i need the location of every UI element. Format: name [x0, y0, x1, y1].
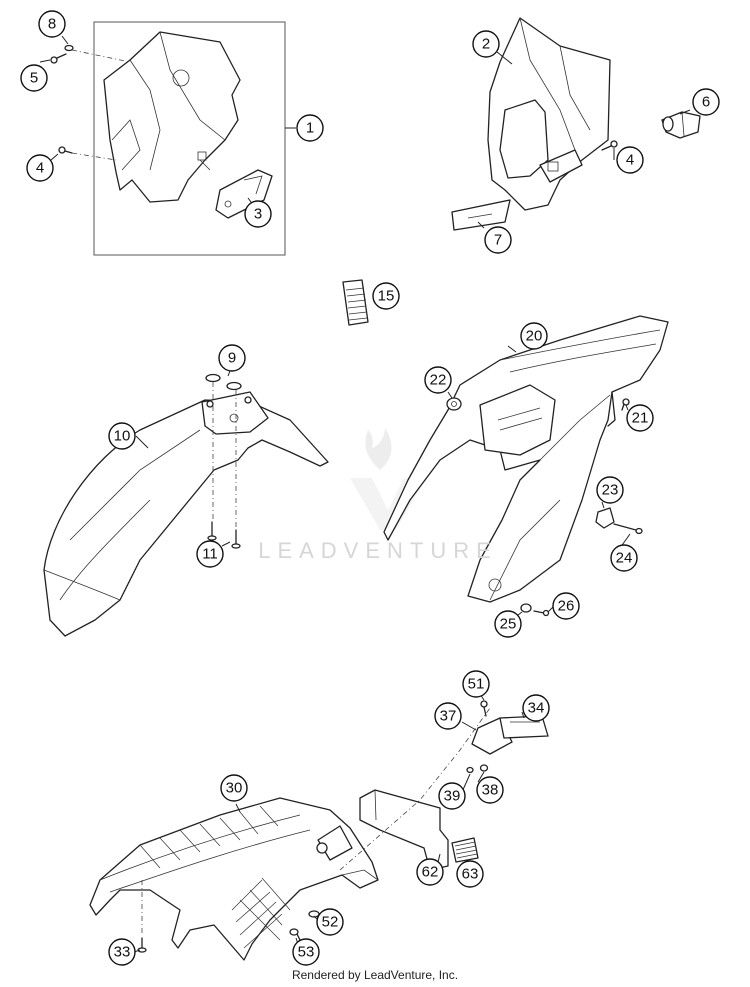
callout-21: 21: [626, 404, 654, 432]
reflector-rear: [451, 837, 479, 863]
callout-30: 30: [220, 774, 248, 802]
screw: [613, 523, 643, 535]
svg-text:34: 34: [528, 700, 545, 717]
svg-text:24: 24: [616, 550, 633, 567]
svg-text:4: 4: [626, 152, 634, 169]
mask-hole: [172, 69, 190, 87]
svg-text:53: 53: [298, 944, 315, 961]
callout-26: 26: [552, 592, 580, 620]
callout-51: 51: [462, 670, 490, 698]
callout-62: 62: [416, 858, 444, 886]
washer: [226, 381, 242, 391]
nut: [479, 764, 489, 772]
callout-38: 38: [476, 776, 504, 804]
callout-3: 3: [244, 200, 272, 228]
svg-text:22: 22: [430, 372, 447, 389]
callout-33: 33: [108, 938, 136, 966]
svg-text:26: 26: [558, 598, 575, 615]
headlight-mask: [103, 31, 241, 203]
svg-text:25: 25: [500, 616, 517, 633]
callout-37: 37: [434, 702, 462, 730]
svg-text:30: 30: [226, 780, 243, 797]
washer: [520, 603, 532, 613]
svg-text:63: 63: [462, 866, 479, 883]
callout-53: 53: [292, 938, 320, 966]
radiator-spoiler: [89, 797, 379, 961]
watermark-text: LEADVENTURE: [258, 538, 498, 563]
callout-4b: 4: [616, 146, 644, 174]
callout-2: 2: [472, 30, 500, 58]
svg-text:38: 38: [482, 782, 499, 799]
screw: [289, 928, 301, 941]
callout-25: 25: [494, 610, 522, 638]
callout-20: 20: [520, 322, 548, 350]
svg-text:37: 37: [440, 708, 457, 725]
washer: [205, 373, 221, 383]
svg-text:15: 15: [378, 288, 395, 305]
callout-24: 24: [610, 544, 638, 572]
svg-text:2: 2: [482, 36, 490, 53]
svg-text:3: 3: [254, 206, 262, 223]
footer-credit: Rendered by LeadVenture, Inc.: [291, 968, 459, 982]
screw: [533, 609, 550, 617]
callout-4: 4: [26, 154, 54, 182]
nut: [446, 397, 462, 411]
washer: [466, 766, 474, 774]
svg-text:51: 51: [468, 676, 485, 693]
screw: [137, 937, 147, 953]
callout-6: 6: [692, 88, 720, 116]
callout-8: 8: [38, 10, 66, 38]
assembly-box: [93, 21, 286, 256]
callout-22: 22: [424, 366, 452, 394]
reflector: [342, 279, 369, 326]
callout-10: 10: [108, 422, 136, 450]
svg-text:52: 52: [322, 914, 339, 931]
svg-text:11: 11: [202, 546, 218, 563]
svg-text:20: 20: [526, 328, 543, 345]
callout-9: 9: [218, 344, 246, 372]
number-plate-assembly: [451, 17, 701, 231]
callout-52: 52: [316, 908, 344, 936]
front-fender: [43, 373, 329, 637]
svg-text:9: 9: [228, 350, 236, 367]
svg-text:4: 4: [36, 160, 44, 177]
headlight-mask-assembly: [50, 21, 286, 256]
screw: [58, 146, 73, 154]
grommet: [595, 507, 615, 529]
svg-text:7: 7: [494, 232, 502, 249]
callout-1: 1: [296, 114, 324, 142]
svg-text:23: 23: [602, 482, 619, 499]
rear-fender: [383, 315, 669, 617]
svg-text:8: 8: [48, 16, 56, 33]
callout-63: 63: [456, 860, 484, 888]
svg-text:6: 6: [702, 94, 710, 111]
svg-text:5: 5: [30, 70, 38, 87]
svg-text:62: 62: [422, 864, 439, 881]
callout-39: 39: [438, 782, 466, 810]
svg-text:1: 1: [306, 120, 314, 137]
license-plate-bracket: [339, 700, 549, 871]
svg-text:39: 39: [444, 788, 461, 805]
number-plate-decal: [451, 199, 511, 231]
callout-5: 5: [20, 64, 48, 92]
callout-34: 34: [522, 694, 550, 722]
screw: [621, 398, 630, 411]
svg-text:10: 10: [114, 428, 131, 445]
callout-23: 23: [596, 476, 624, 504]
rubber-strap: [661, 111, 701, 139]
screw: [601, 140, 618, 151]
svg-text:33: 33: [114, 944, 131, 961]
callout-7: 7: [484, 226, 512, 254]
callout-15: 15: [372, 282, 400, 310]
screw: [207, 521, 217, 541]
callout-11: 11: [196, 540, 224, 568]
screw: [231, 529, 241, 549]
svg-text:21: 21: [632, 410, 649, 427]
screw: [50, 44, 74, 64]
